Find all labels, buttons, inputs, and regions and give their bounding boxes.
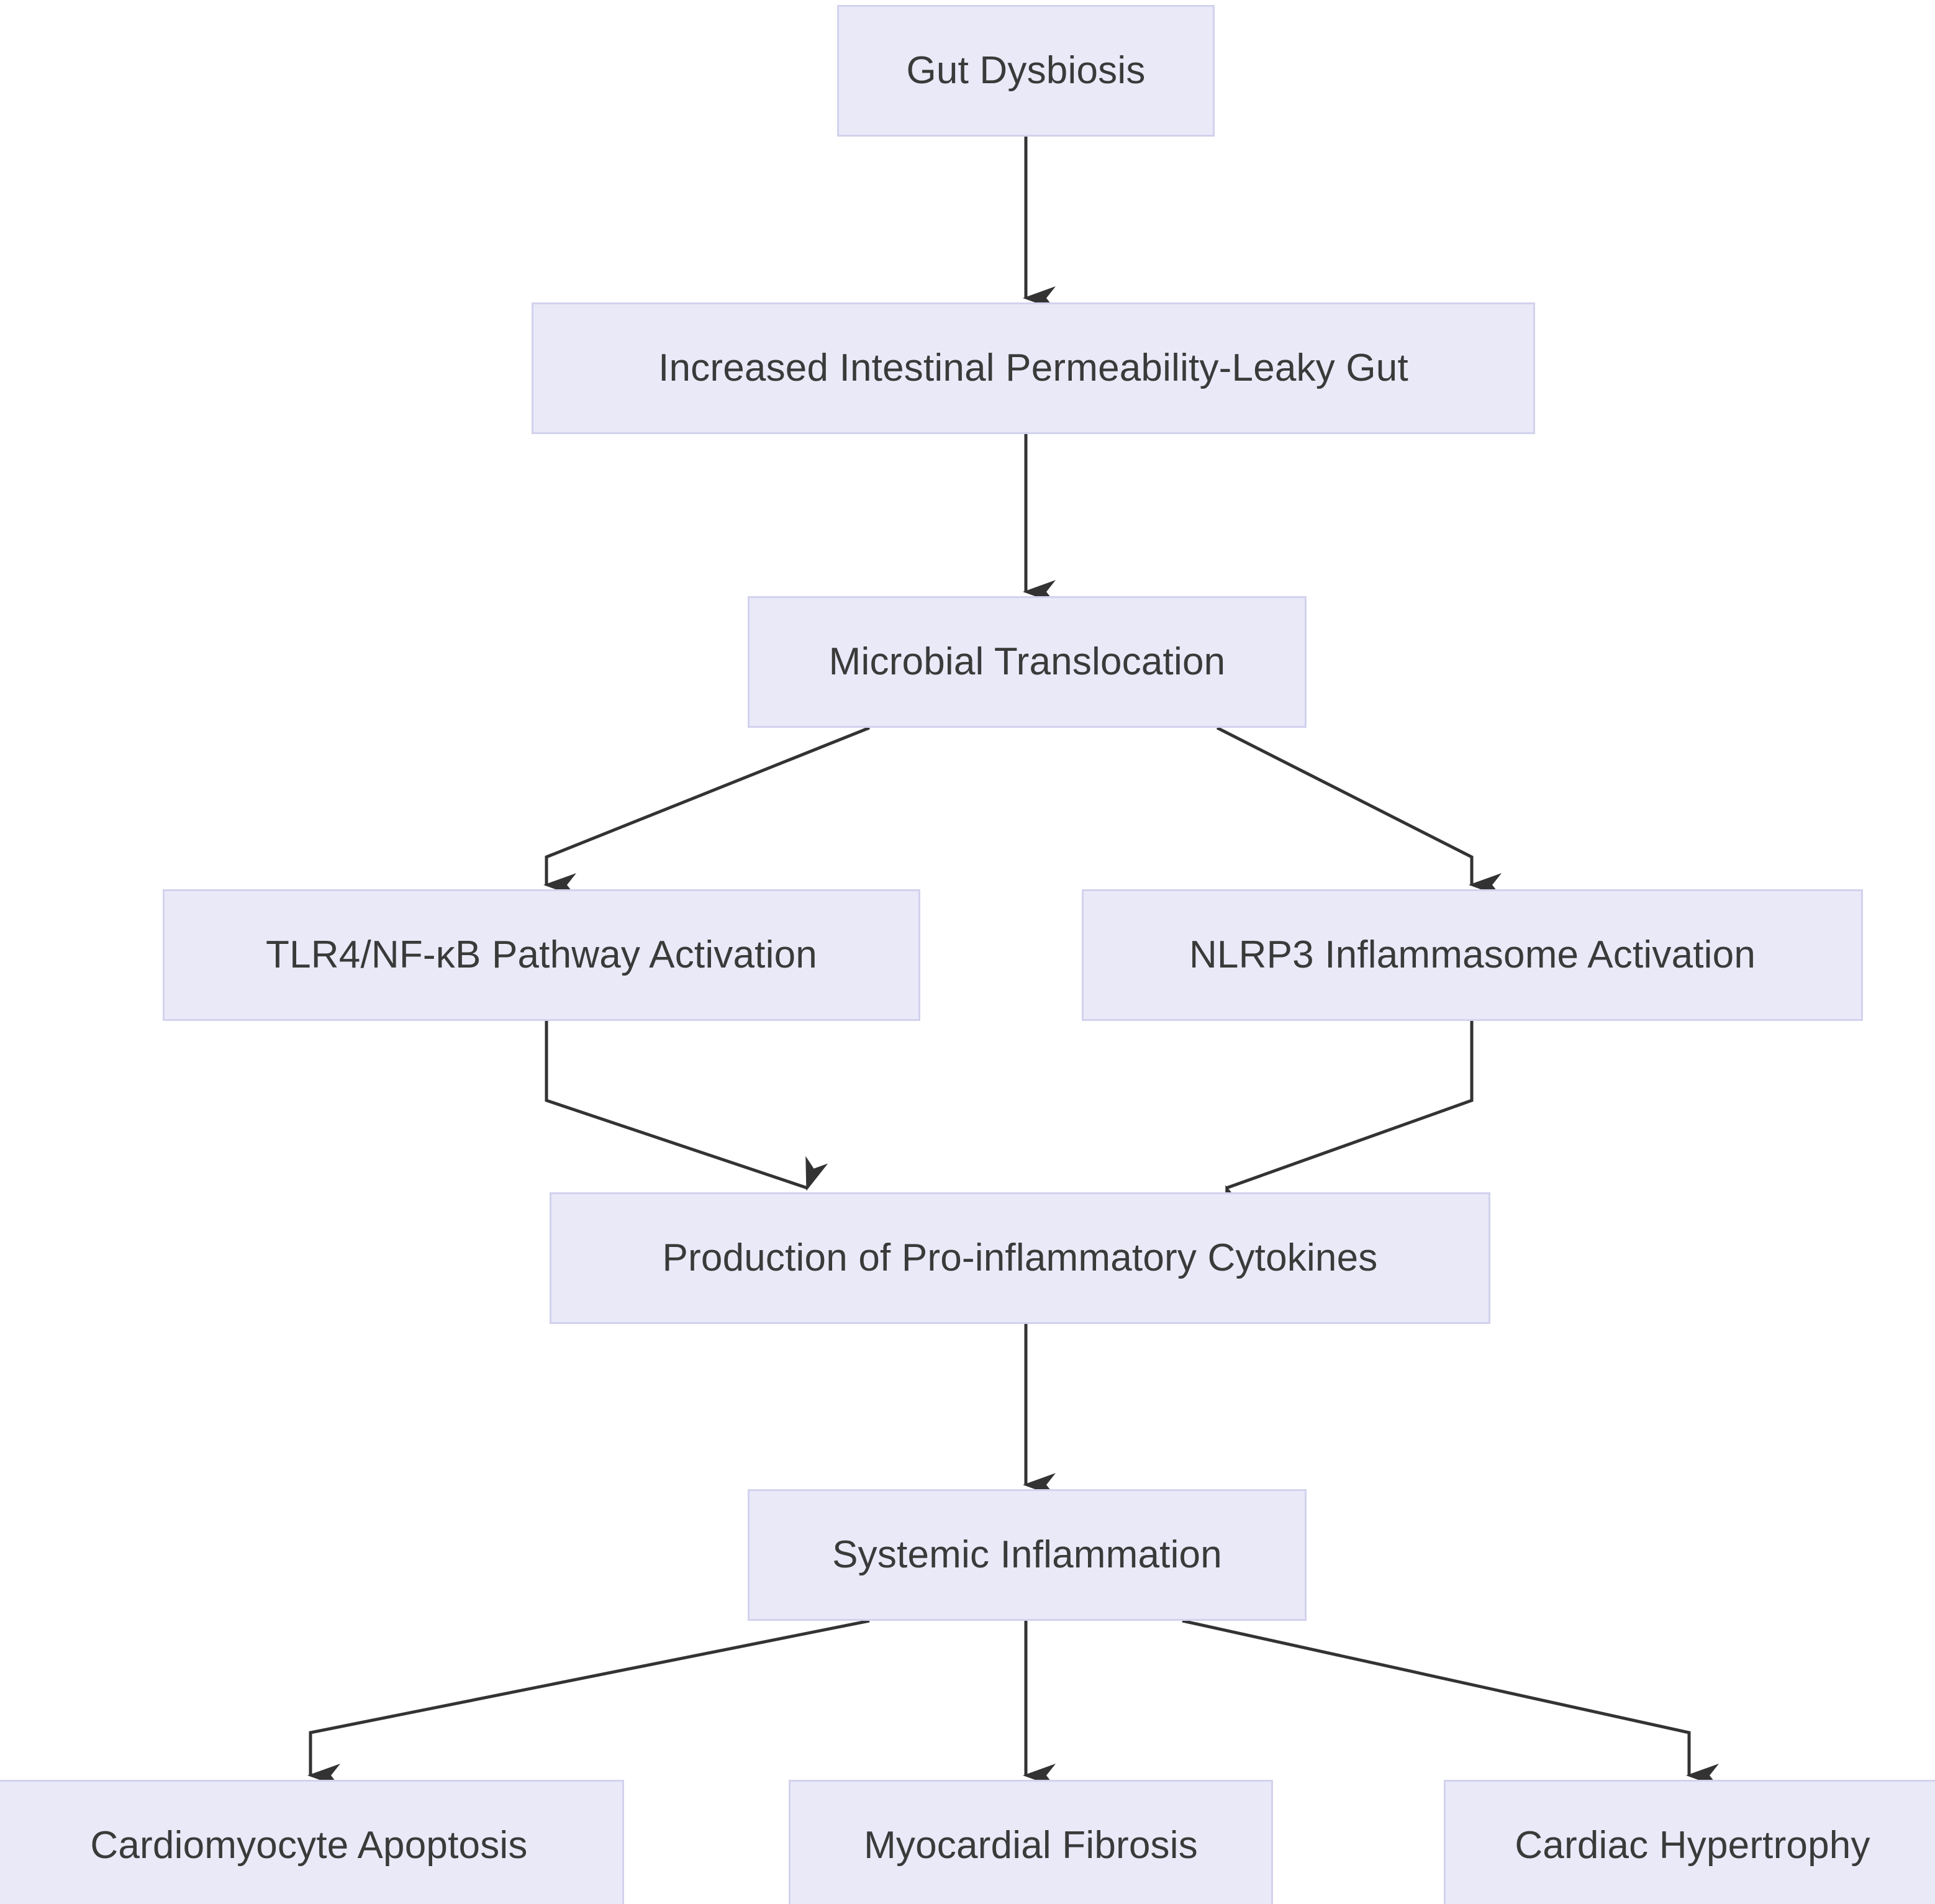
edge-microbial_translocation-to-nlrp3 bbox=[1216, 726, 1502, 897]
node-tlr4_nfkb[interactable]: TLR4/NF-κB Pathway Activation bbox=[163, 889, 920, 1021]
node-cytokines[interactable]: Production of Pro-inflammatory Cytokines bbox=[550, 1192, 1490, 1324]
edge-nlrp3-to-cytokines bbox=[1225, 1021, 1474, 1220]
node-label-nlrp3: NLRP3 Inflammasome Activation bbox=[1189, 933, 1756, 976]
node-label-leaky_gut: Increased Intestinal Permeability-Leaky … bbox=[658, 346, 1408, 389]
edge-microbial_translocation-to-tlr4_nfkb bbox=[543, 726, 870, 897]
node-myocardial_fibrosis[interactable]: Myocardial Fibrosis bbox=[789, 1780, 1273, 1904]
node-nlrp3[interactable]: NLRP3 Inflammasome Activation bbox=[1082, 889, 1863, 1021]
node-gut_dysbiosis[interactable]: Gut Dysbiosis bbox=[837, 5, 1215, 137]
node-microbial_translocation[interactable]: Microbial Translocation bbox=[748, 596, 1307, 728]
node-label-cytokines: Production of Pro-inflammatory Cytokines bbox=[662, 1236, 1378, 1279]
node-cardiomyocyte_apoptosis[interactable]: Cardiomyocyte Apoptosis bbox=[0, 1780, 624, 1904]
edge-systemic_inflammation-to-cardiomyocyte_apoptosis bbox=[307, 1619, 870, 1788]
node-label-systemic_inflammation: Systemic Inflammation bbox=[832, 1533, 1222, 1576]
node-systemic_inflammation[interactable]: Systemic Inflammation bbox=[748, 1489, 1307, 1621]
node-label-tlr4_nfkb: TLR4/NF-κB Pathway Activation bbox=[266, 933, 817, 976]
edge-tlr4_nfkb-to-cytokines bbox=[545, 1021, 828, 1191]
node-label-microbial_translocation: Microbial Translocation bbox=[828, 640, 1226, 683]
node-label-cardiac_hypertrophy: Cardiac Hypertrophy bbox=[1515, 1823, 1870, 1867]
node-leaky_gut[interactable]: Increased Intestinal Permeability-Leaky … bbox=[532, 302, 1535, 434]
node-label-gut_dysbiosis: Gut Dysbiosis bbox=[906, 48, 1146, 92]
node-cardiac_hypertrophy[interactable]: Cardiac Hypertrophy bbox=[1444, 1780, 1935, 1904]
node-label-cardiomyocyte_apoptosis: Cardiomyocyte Apoptosis bbox=[90, 1823, 528, 1867]
node-label-myocardial_fibrosis: Myocardial Fibrosis bbox=[864, 1823, 1198, 1867]
edge-systemic_inflammation-to-cardiac_hypertrophy bbox=[1182, 1619, 1720, 1788]
